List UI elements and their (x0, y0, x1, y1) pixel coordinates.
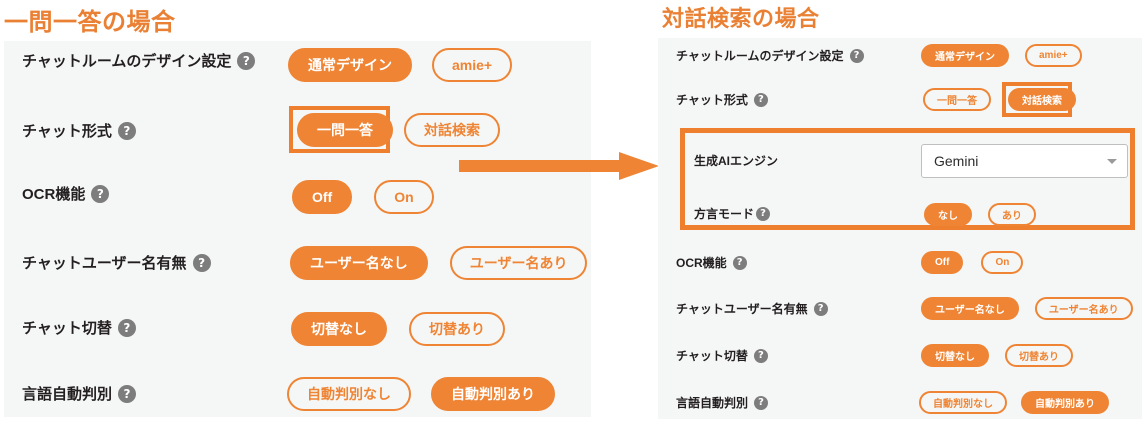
help-icon[interactable]: ? (117, 121, 136, 140)
help-icon[interactable]: ? (118, 384, 137, 403)
right-panel-title: 対話検索の場合 (662, 6, 820, 31)
left-settings-panel (4, 41, 591, 417)
setting-row-chat-format: チャット形式 ? (22, 120, 136, 141)
help-icon[interactable]: ? (192, 253, 211, 272)
setting-label: チャットルームのデザイン設定 ? (676, 47, 864, 64)
option-pill-with-username[interactable]: ユーザー名あり (1034, 297, 1133, 320)
option-pill-dialect-on[interactable]: あり (988, 203, 1036, 226)
setting-row-username: チャットユーザー名有無 ? (676, 300, 828, 317)
ai-engine-select-value: Gemini (934, 153, 979, 169)
help-icon[interactable]: ? (756, 206, 771, 221)
option-pill-dialogue-search[interactable]: 対話検索 (404, 113, 500, 147)
setting-row-ai-engine: 生成AIエンジン (694, 152, 778, 169)
left-panel-title: 一問一答の場合 (4, 9, 176, 36)
option-pill-with-switch[interactable]: 切替あり (409, 312, 505, 346)
option-group-chat-format: 一問一答 (297, 113, 393, 147)
option-pill-no-switch[interactable]: 切替なし (291, 312, 387, 346)
option-pill-with-auto-detect[interactable]: 自動判別あり (431, 377, 555, 411)
option-pill-amie-plus[interactable]: amie+ (432, 48, 513, 82)
option-group-chat-format-alt: 対話検索 (404, 113, 500, 147)
setting-label: チャット形式 ? (22, 120, 136, 141)
option-pill-qa[interactable]: 一問一答 (923, 88, 991, 111)
setting-label: 言語自動判別 ? (22, 383, 137, 404)
setting-label: OCR機能 ? (22, 183, 110, 204)
option-group-chat-format-selected: 対話検索 (1008, 88, 1076, 111)
option-group-username: ユーザー名なし ユーザー名あり (921, 297, 1133, 320)
option-pill-ocr-off[interactable]: Off (292, 180, 353, 214)
setting-row-language-auto: 言語自動判別 ? (676, 394, 769, 411)
setting-row-ocr: OCR機能 ? (676, 254, 747, 271)
option-pill-no-auto-detect[interactable]: 自動判別なし (287, 377, 411, 411)
option-group-chat-switch: 切替なし 切替あり (291, 312, 505, 346)
chevron-down-icon (1107, 158, 1117, 164)
option-pill-with-switch[interactable]: 切替あり (1005, 344, 1073, 367)
flow-arrow-icon (459, 152, 659, 180)
option-pill-with-username[interactable]: ユーザー名あり (449, 246, 588, 280)
option-pill-dialect-off[interactable]: なし (924, 203, 972, 226)
option-group-ocr: Off On (921, 251, 1024, 274)
option-pill-ocr-on[interactable]: On (981, 251, 1024, 274)
help-icon[interactable]: ? (91, 184, 110, 203)
option-pill-no-username[interactable]: ユーザー名なし (290, 246, 428, 280)
setting-row-dialect-mode: 方言モード ? (694, 205, 771, 222)
setting-label: チャット切替 ? (22, 317, 136, 338)
setting-label: OCR機能 ? (676, 254, 747, 271)
setting-label: 言語自動判別 ? (676, 394, 769, 411)
setting-label: チャットユーザー名有無 ? (676, 300, 828, 317)
help-icon[interactable]: ? (754, 395, 769, 410)
option-pill-amie-plus[interactable]: amie+ (1025, 44, 1082, 67)
option-group-chatroom-design: 通常デザイン amie+ (921, 44, 1082, 67)
option-pill-ocr-off[interactable]: Off (921, 251, 964, 274)
setting-label: チャットユーザー名有無 ? (22, 252, 211, 273)
help-icon[interactable]: ? (753, 348, 768, 363)
option-group-language-auto: 自動判別なし 自動判別あり (919, 391, 1109, 414)
setting-row-username: チャットユーザー名有無 ? (22, 252, 211, 273)
help-icon[interactable]: ? (237, 51, 256, 70)
option-group-chat-switch: 切替なし 切替あり (921, 344, 1073, 367)
option-pill-with-auto-detect[interactable]: 自動判別あり (1021, 391, 1109, 414)
setting-row-chatroom-design: チャットルームのデザイン設定 ? (22, 50, 256, 71)
ai-engine-select[interactable]: Gemini (921, 144, 1128, 178)
setting-row-language-auto: 言語自動判別 ? (22, 383, 137, 404)
option-pill-ocr-on[interactable]: On (374, 180, 434, 214)
option-pill-no-switch[interactable]: 切替なし (921, 344, 989, 367)
option-group-language-auto: 自動判別なし 自動判別あり (287, 377, 555, 411)
option-pill-qa[interactable]: 一問一答 (297, 113, 393, 147)
help-icon[interactable]: ? (849, 48, 864, 63)
setting-label: 方言モード ? (694, 205, 771, 222)
option-group-dialect-mode: なし あり (924, 203, 1036, 226)
option-group-username: ユーザー名なし ユーザー名あり (290, 246, 588, 280)
option-group-chat-format: 一問一答 (923, 88, 991, 111)
option-pill-dialogue-search[interactable]: 対話検索 (1008, 88, 1076, 111)
setting-row-chatroom-design: チャットルームのデザイン設定 ? (676, 47, 864, 64)
setting-label: チャットルームのデザイン設定 ? (22, 50, 256, 71)
option-pill-normal-design[interactable]: 通常デザイン (288, 48, 412, 82)
option-pill-normal-design[interactable]: 通常デザイン (921, 44, 1009, 67)
help-icon[interactable]: ? (732, 255, 747, 270)
setting-label: チャット切替 ? (676, 347, 768, 364)
help-icon[interactable]: ? (813, 301, 828, 316)
setting-row-chat-switch: チャット切替 ? (676, 347, 768, 364)
option-pill-no-auto-detect[interactable]: 自動判別なし (919, 391, 1007, 414)
setting-row-chat-switch: チャット切替 ? (22, 317, 136, 338)
setting-label: チャット形式 ? (676, 91, 768, 108)
highlight-box-dialogue-search-options (680, 128, 1135, 230)
option-group-ocr: Off On (292, 180, 434, 214)
setting-row-chat-format: チャット形式 ? (676, 91, 768, 108)
help-icon[interactable]: ? (117, 318, 136, 337)
option-group-chatroom-design: 通常デザイン amie+ (288, 48, 513, 82)
setting-label: 生成AIエンジン (694, 154, 779, 168)
option-pill-no-username[interactable]: ユーザー名なし (921, 297, 1019, 320)
help-icon[interactable]: ? (753, 92, 768, 107)
setting-row-ocr: OCR機能 ? (22, 183, 110, 204)
